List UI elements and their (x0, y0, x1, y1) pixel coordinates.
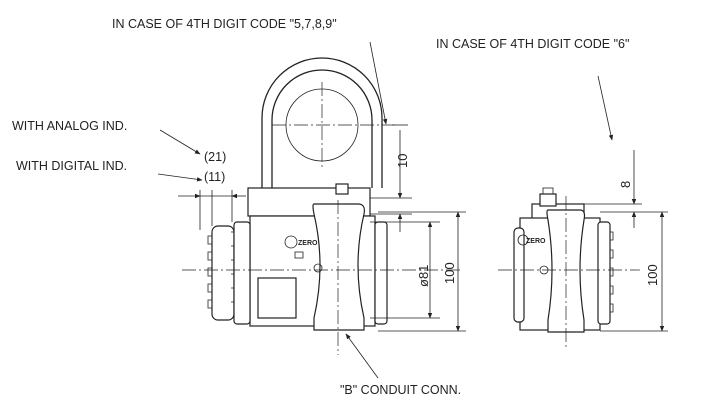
right-view: ZERO 8 100 (498, 75, 668, 350)
left-dimension-diameter: ø81 (416, 265, 431, 287)
left-dimension-10: 10 (395, 154, 410, 168)
right-left-cover (513, 227, 525, 323)
left-top-screw (335, 183, 349, 195)
left-capsule (312, 203, 365, 331)
right-zero-badge: ZERO (526, 238, 546, 245)
left-mounting-bracket-inner (271, 69, 373, 188)
left-cover-ring (233, 221, 251, 325)
label-conduit-connection: "B" CONDUIT CONN. (340, 383, 461, 397)
left-vent-plug (313, 263, 323, 273)
left-view: ZERO 10 ø81 100 (157, 41, 466, 379)
label-digital-indicator: WITH DIGITAL IND. (16, 159, 127, 173)
left-dimension-100: 100 (442, 262, 457, 284)
left-name-plate (257, 277, 297, 319)
right-top-knob (539, 193, 557, 207)
label-digital-offset: (11) (204, 170, 225, 184)
left-zero-badge: ZERO (298, 240, 318, 247)
left-mounting-bracket-outer (261, 57, 383, 188)
right-rear-cover (597, 221, 611, 325)
right-dimension-8: 8 (618, 181, 633, 188)
label-case-5789: IN CASE OF 4TH DIGIT CODE "5,7,8,9" (112, 17, 337, 31)
label-analog-indicator: WITH ANALOG IND. (12, 119, 127, 133)
left-indicator-cover (211, 225, 235, 321)
right-dimension-100: 100 (645, 264, 660, 286)
left-rear-cover (374, 221, 388, 325)
label-analog-offset: (21) (204, 150, 226, 164)
label-case-6: IN CASE OF 4TH DIGIT CODE "6" (436, 37, 629, 51)
